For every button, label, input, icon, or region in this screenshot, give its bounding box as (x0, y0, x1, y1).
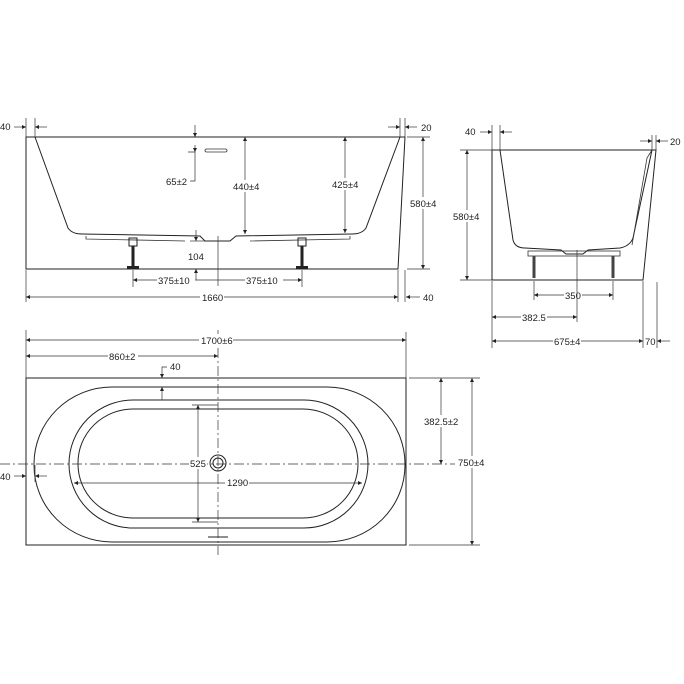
side-left-wall-label: 40 (465, 127, 476, 138)
plan-outline (25, 377, 407, 546)
front-left-wall-label: 40 (0, 122, 11, 133)
front-base-plate (85, 236, 351, 242)
drain-position-label: 860±2 (109, 352, 135, 363)
base-length-label: 1660 (202, 293, 223, 304)
front-right-wall-label: 20 (421, 123, 432, 134)
drain-icon (209, 454, 227, 472)
inner-length-label: 1290 (227, 478, 248, 489)
plan-rim (33, 386, 406, 543)
front-outline (25, 136, 406, 270)
side-outline (491, 149, 657, 281)
side-base-offset-label: 70 (645, 337, 656, 348)
front-inner-basin (34, 136, 401, 242)
drain-offset-label: 382.5 (522, 313, 546, 324)
side-inner-basin (499, 149, 653, 255)
rim-width-top-label: 40 (170, 362, 181, 373)
rim-width-left-label: 40 (0, 472, 11, 483)
plan-length-label: 1700±6 (201, 336, 233, 347)
drain-height-label: 104 (188, 252, 204, 263)
base-offset-label: 40 (423, 293, 434, 304)
foot-spacing-label: 350 (565, 291, 581, 302)
half-width-label: 382.5±2 (424, 417, 458, 428)
side-view: 40 20 580±4 350 382.5 675±4 70 (452, 125, 681, 348)
overflow-height-label: 65±2 (166, 177, 187, 188)
overflow-icon (204, 148, 228, 153)
plan-width-label: 750±4 (458, 458, 484, 469)
front-foot-left (127, 237, 139, 269)
front-height-label: 580±4 (410, 199, 436, 210)
foot-right-label: 375±10 (246, 276, 278, 287)
front-view: 40 20 65±2 440±4 425±4 580±4 104 375±10 … (0, 118, 437, 304)
side-height-label: 580±4 (453, 212, 479, 223)
center-depth-label: 440±4 (233, 182, 259, 193)
base-width-label: 675±4 (554, 337, 580, 348)
foot-left-label: 375±10 (158, 276, 190, 287)
inner-width-label: 525 (190, 459, 206, 470)
side-right-wall-label: 20 (670, 137, 681, 148)
front-foot-right (296, 237, 308, 269)
plan-view: 1700±6 860±2 40 382.5±2 750±4 525 1290 4… (0, 330, 488, 555)
side-depth-label: 425±4 (332, 180, 358, 191)
